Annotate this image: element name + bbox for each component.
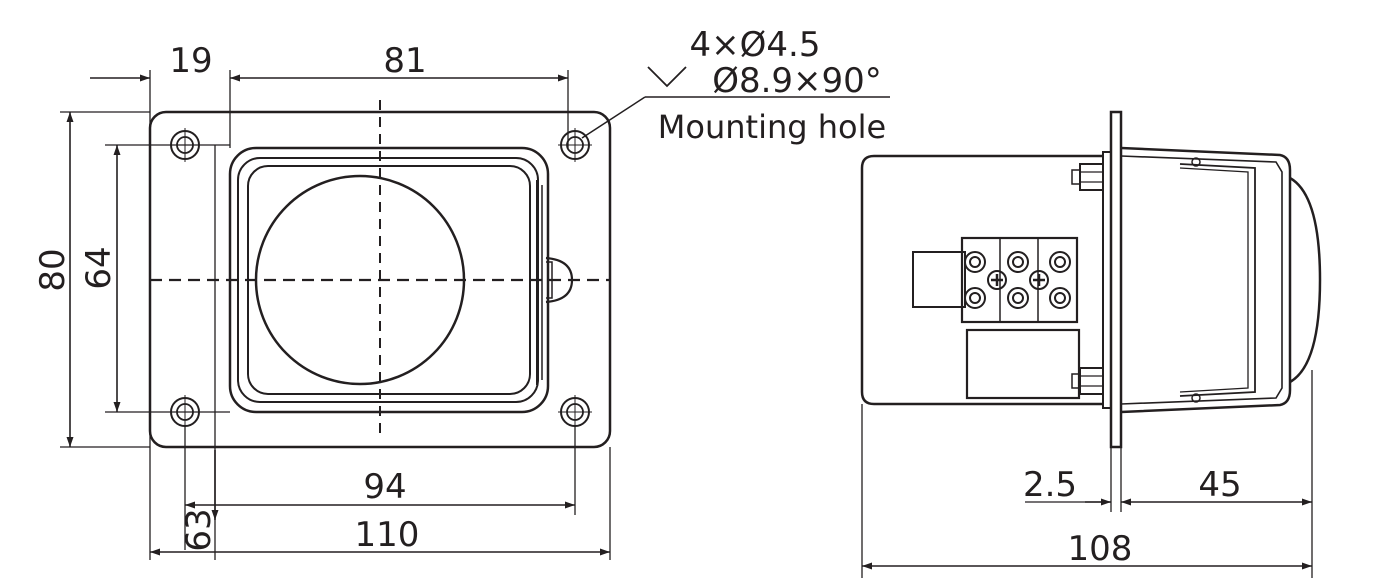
mounting-hole: [558, 395, 592, 429]
dim-94: 94: [363, 467, 406, 507]
nut-bottom: [1079, 367, 1104, 395]
terminal-screw: [1029, 270, 1049, 290]
dim-63: 63: [179, 508, 219, 551]
mounting-hole: [558, 128, 592, 162]
dim-108: 108: [1068, 529, 1133, 569]
head-housing: [1120, 146, 1292, 414]
callout-countersink: Ø8.9×90°: [712, 61, 882, 101]
side-flange: [1109, 110, 1123, 449]
callout-label: Mounting hole: [658, 108, 886, 146]
mounting-hole-callout: 4×Ø4.5 Ø8.9×90° Mounting hole: [581, 25, 890, 146]
dim-64: 64: [79, 246, 119, 289]
side-view: 2.5 45 108: [860, 110, 1322, 578]
dim-110: 110: [355, 515, 420, 555]
terminal-block: [960, 236, 1079, 324]
capacitor-box: [965, 328, 1081, 400]
callout-hole-count: 4×Ø4.5: [690, 25, 821, 65]
dim-19: 19: [169, 41, 212, 81]
dim-80: 80: [33, 248, 73, 291]
nut-top: [1079, 163, 1104, 191]
motor-body: [860, 154, 1103, 406]
dim-45: 45: [1198, 465, 1241, 505]
head-dome: [1289, 176, 1322, 384]
dim-2-5: 2.5: [1023, 465, 1077, 505]
terminal-connector: [912, 251, 966, 308]
front-view: 19 81 80 64 94 110 63: [33, 41, 612, 560]
terminal-screw: [987, 270, 1007, 290]
dim-81: 81: [383, 41, 426, 81]
